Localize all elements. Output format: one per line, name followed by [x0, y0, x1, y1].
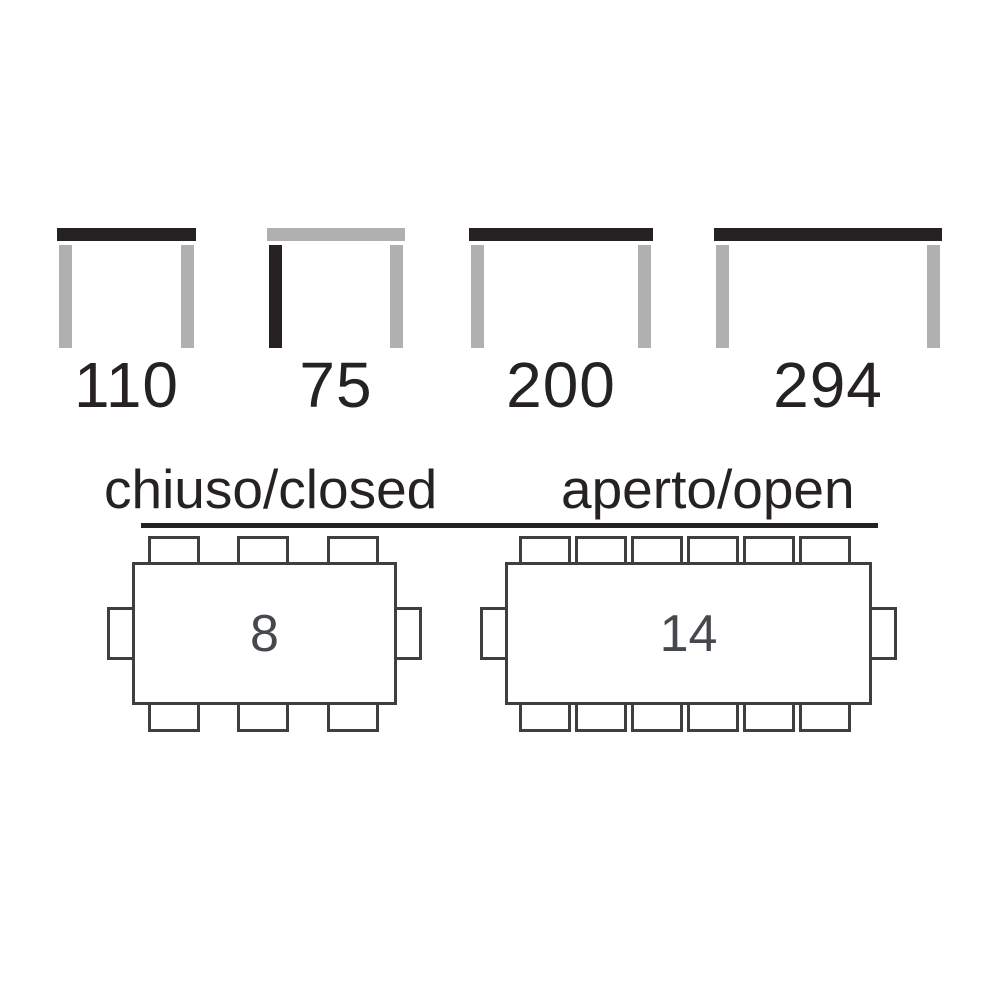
tabletop-bar-icon — [267, 228, 405, 241]
chair — [237, 536, 289, 566]
chair — [799, 536, 851, 566]
chair — [394, 607, 422, 660]
tabletop-bar-icon — [57, 228, 196, 241]
side-view-table-height: 75 — [267, 228, 405, 420]
chair — [148, 702, 200, 732]
chair — [237, 702, 289, 732]
closed-table-outline: 8 — [132, 562, 397, 705]
chair — [687, 702, 739, 732]
dimension-value: 294 — [773, 349, 883, 421]
table-leg-right-icon — [390, 245, 403, 348]
table-leg-right-icon — [927, 245, 940, 348]
side-view-table-closed-width: 110 — [57, 228, 196, 420]
side-view-table-width: 200 — [469, 228, 653, 420]
chair — [327, 702, 379, 732]
chair — [480, 607, 508, 660]
chair — [519, 702, 571, 732]
side-view-table-extended-width: 294 — [714, 228, 942, 420]
chair — [575, 536, 627, 566]
table-leg-left-icon — [471, 245, 484, 348]
table-leg-left-icon — [269, 245, 282, 348]
tabletop-bar-icon — [714, 228, 942, 241]
table-leg-right-icon — [181, 245, 194, 348]
open-seat-count: 14 — [659, 604, 718, 663]
table-leg-left-icon — [59, 245, 72, 348]
dimension-value: 200 — [506, 349, 616, 421]
section-divider-line — [141, 523, 878, 528]
chair — [631, 702, 683, 732]
closed-seat-count: 8 — [250, 604, 279, 663]
table-leg-left-icon — [716, 245, 729, 348]
open-section-label: aperto/open — [561, 458, 855, 520]
dimension-value: 110 — [73, 349, 180, 421]
open-table-outline: 14 — [505, 562, 872, 705]
dimension-value: 75 — [299, 349, 373, 421]
tabletop-bar-icon — [469, 228, 653, 241]
table-leg-right-icon — [638, 245, 651, 348]
closed-section-label: chiuso/closed — [104, 458, 438, 520]
chair — [799, 702, 851, 732]
chair — [107, 607, 135, 660]
chair — [869, 607, 897, 660]
chair — [575, 702, 627, 732]
chair — [743, 702, 795, 732]
